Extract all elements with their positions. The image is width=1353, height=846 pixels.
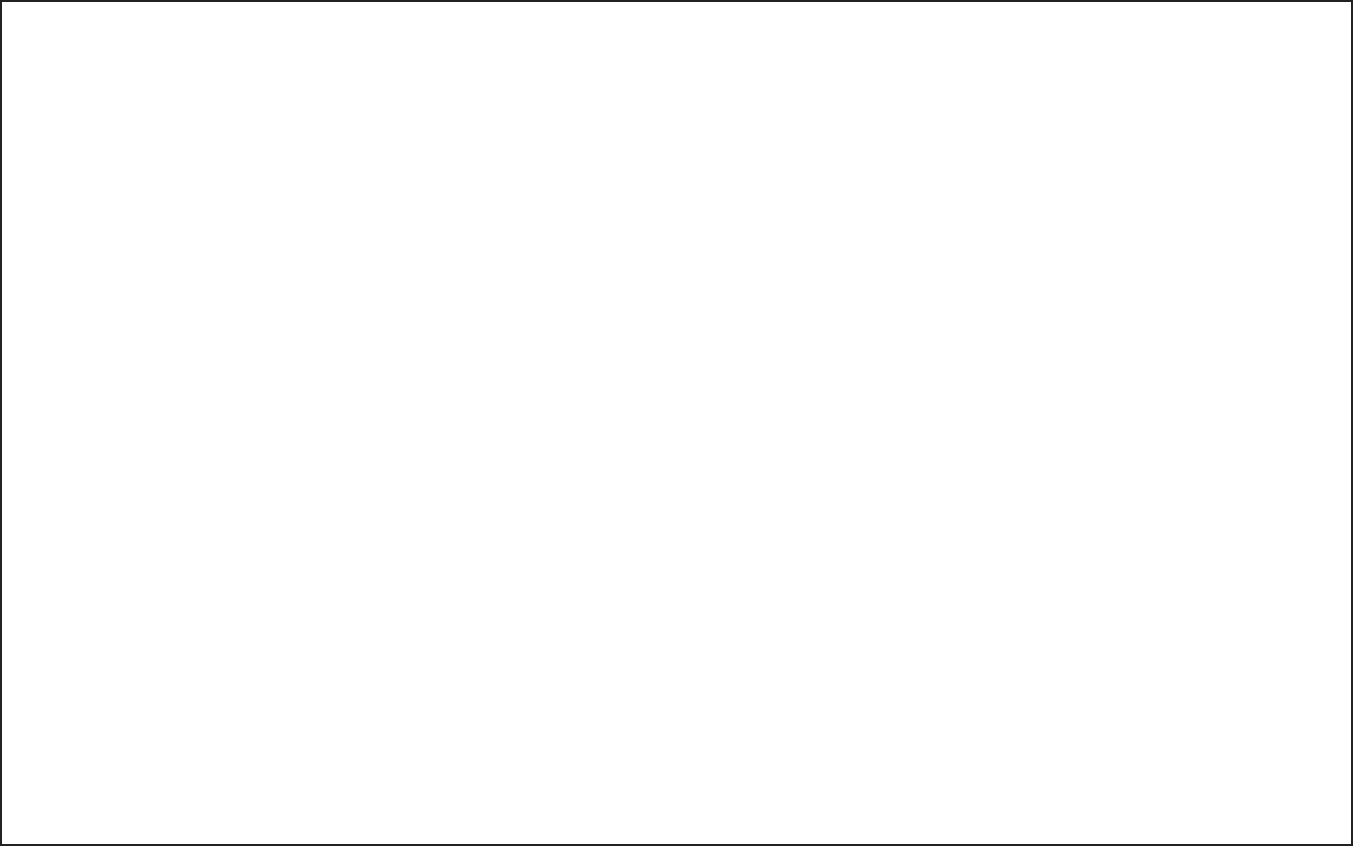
unitig-diagram bbox=[0, 0, 1353, 846]
diagram-frame bbox=[0, 0, 1353, 846]
